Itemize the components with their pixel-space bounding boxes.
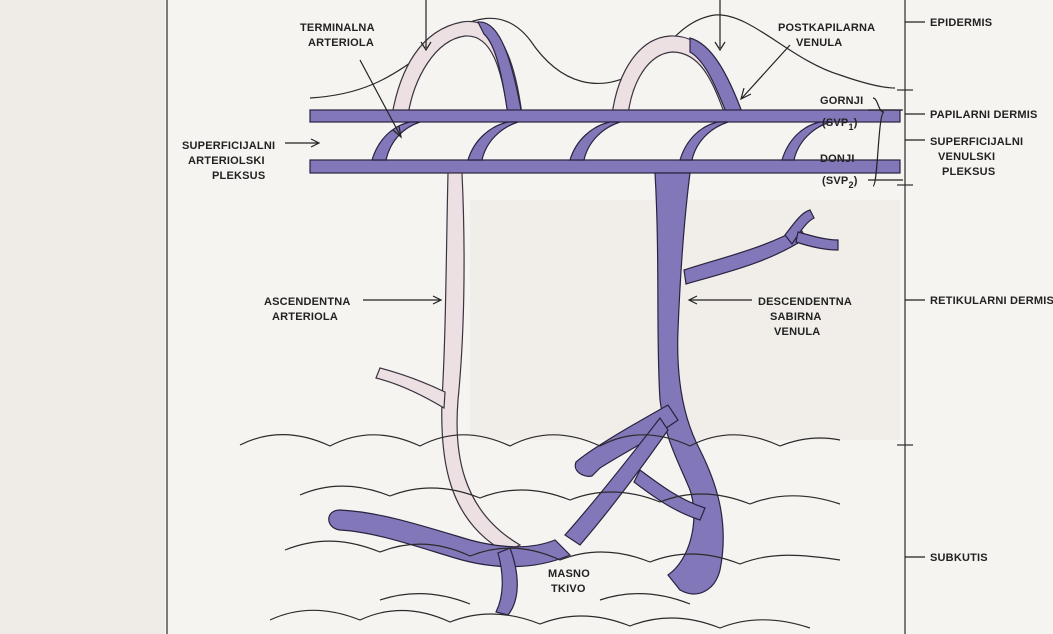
label-superficial-arteriolar-plexus-l1: SUPERFICIJALNI xyxy=(182,140,275,152)
label-lower-plexus: DONJI xyxy=(820,153,855,165)
label-adipose-l1: MASNO xyxy=(548,568,590,580)
label-descending-venule-l3: VENULA xyxy=(774,326,820,338)
label-adipose-l2: TKIVO xyxy=(551,583,586,595)
label-epidermis: EPIDERMIS xyxy=(930,17,992,29)
label-descending-venule-l1: DESCENDENTNA xyxy=(758,296,852,308)
label-superficial-arteriolar-plexus-l3: PLEKSUS xyxy=(212,170,265,182)
label-superficial-venular-plexus-l3: PLEKSUS xyxy=(942,166,995,178)
label-ascending-arteriole-l2: ARTERIOLA xyxy=(272,311,338,323)
label-superficial-venular-plexus-l1: SUPERFICIJALNI xyxy=(930,136,1023,148)
label-upper-plexus: GORNJI xyxy=(820,95,863,107)
label-ascending-arteriole-l1: ASCENDENTNA xyxy=(264,296,351,308)
label-terminal-arteriole-l2: ARTERIOLA xyxy=(308,37,374,49)
label-subcutis: SUBKUTIS xyxy=(930,552,988,564)
label-descending-venule-l2: SABIRNA xyxy=(770,311,822,323)
label-superficial-arteriolar-plexus-l2: ARTERIOLSKI xyxy=(188,155,265,167)
label-papillary-dermis: PAPILARNI DERMIS xyxy=(930,109,1038,121)
label-postcapillary-venule-l1: POSTKAPILARNA xyxy=(778,22,875,34)
lower-venular-plexus xyxy=(310,160,900,173)
label-reticular-dermis: RETIKULARNI DERMIS xyxy=(930,295,1053,307)
upper-venular-plexus xyxy=(310,110,900,122)
label-terminal-arteriole-l1: TERMINALNA xyxy=(300,22,375,34)
label-postcapillary-venule-l2: VENULA xyxy=(796,37,842,49)
label-superficial-venular-plexus-l2: VENULSKI xyxy=(938,151,995,163)
